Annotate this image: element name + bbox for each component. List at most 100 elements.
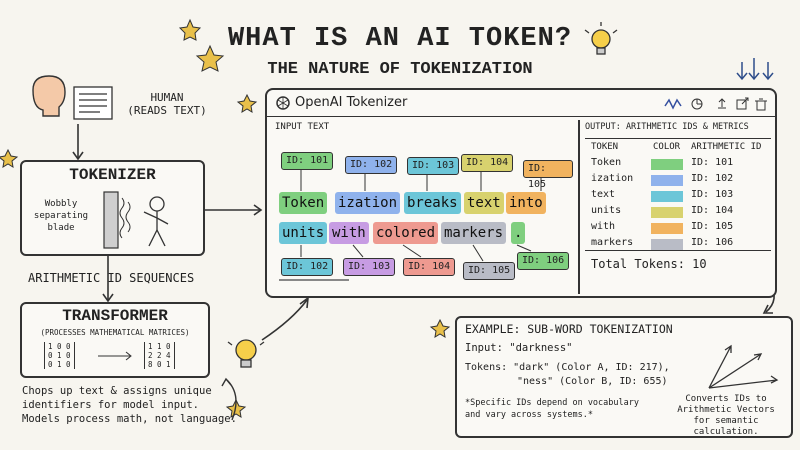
matrix-b: 1 1 0 2 2 4 8 0 1 [144, 342, 175, 369]
example-note: and vary across systems.* [465, 410, 593, 420]
openai-logo-icon [276, 96, 290, 110]
star-icon [0, 148, 19, 168]
caption-line: Chops up text & assigns unique [22, 385, 212, 397]
document-icon [73, 86, 113, 120]
example-tokens: Tokens: "dark" (Color A, ID: 217), [465, 362, 670, 373]
table-id-cell: ID: 101 [691, 157, 734, 168]
window-title: OpenAI Tokenizer [295, 95, 408, 110]
table-id-cell: ID: 103 [691, 189, 734, 200]
lightbulb-icon [227, 339, 265, 368]
color-swatch [651, 223, 683, 234]
star-icon [178, 18, 202, 41]
color-swatch [651, 191, 683, 202]
page-title: WHAT IS AN AI TOKEN? [227, 24, 573, 54]
token-chip: breaks [404, 192, 461, 214]
example-title: EXAMPLE: SUB-WORD TOKENIZATION [465, 322, 673, 336]
blade-label: Wobbly separating blade [33, 199, 89, 233]
input-label: INPUT TEXT [275, 122, 330, 132]
id-tag: ID: 104 [461, 154, 514, 172]
matrix-b-row: 1 1 0 [148, 342, 171, 351]
token-chip: with [329, 222, 369, 244]
table-header-cell: ARITHMETIC ID [691, 142, 762, 152]
transformer-sublabel: (PROCESSES MATHEMATICAL MATRICES) [40, 328, 190, 337]
trash-icon [755, 98, 767, 111]
token-chip: . [511, 222, 526, 244]
transformer-title: TRANSFORMER [62, 307, 168, 325]
color-swatch [651, 159, 683, 170]
caption-line: identifiers for model input. [22, 399, 200, 411]
id-tag: ID: 105 [463, 262, 516, 280]
table-token-cell: text [591, 189, 616, 200]
down-arrows-icon [736, 58, 774, 81]
token-row: Token ization breaks text into [279, 192, 569, 214]
input-area[interactable]: ID: 101 ID: 102 ID: 103 ID: 104 ID: 105 … [273, 136, 573, 284]
token-chip: ization [335, 192, 401, 214]
matrix-b-row: 2 2 4 [148, 351, 171, 360]
arrow-icon [205, 204, 263, 216]
panel-divider [578, 120, 580, 294]
chart-icon [691, 98, 703, 110]
total-tokens: Total Tokens: 10 [591, 257, 707, 271]
lightbulb-icon [584, 22, 618, 55]
id-tag: ID: 103 [343, 258, 396, 276]
table-id-cell: ID: 105 [691, 221, 734, 232]
token-chip: text [464, 192, 504, 214]
human-sublabel: (READS TEXT) [127, 104, 207, 117]
token-chip: units [279, 222, 328, 244]
table-header-cell: COLOR [653, 142, 681, 152]
vector-caption-line: for semantic calculation. [693, 416, 759, 437]
id-tag: ID: 103 [407, 157, 460, 175]
table-row: Token ID: 101 [591, 157, 771, 173]
id-tag: ID: 104 [403, 258, 456, 276]
arithmetic-label: ARITHMETIC ID SEQUENCES [28, 271, 195, 285]
caption: Chops up text & assigns unique identifie… [22, 384, 237, 426]
token-chip: Token [279, 192, 328, 214]
upload-icon [718, 98, 726, 109]
id-tag: ID: 102 [345, 156, 398, 174]
right-arrow-icon [98, 351, 132, 361]
divider [585, 250, 771, 251]
color-swatch [651, 175, 683, 186]
token-chip: colored [373, 222, 439, 244]
color-swatch [651, 207, 683, 218]
example-input: Input: "darkness" [465, 342, 573, 354]
vector-arrows-icon [708, 344, 779, 389]
table-token-cell: Token [591, 157, 622, 168]
table-token-cell: ization [591, 173, 634, 184]
table-row: text ID: 103 [591, 189, 771, 205]
page-subtitle: THE NATURE OF TOKENIZATION [267, 60, 533, 79]
transformer-box: TRANSFORMER (PROCESSES MATHEMATICAL MATR… [20, 302, 210, 378]
matrix-a-row: 0 1 0 [48, 351, 71, 360]
arrow-icon [72, 124, 84, 161]
color-swatch [651, 239, 683, 250]
token-row: units with colored markers . [279, 222, 569, 244]
example-note: *Specific IDs depend on vocabulary [465, 398, 639, 408]
id-tag: ID: 102 [281, 258, 334, 276]
example-tokens: "ness" (Color B, ID: 655) [517, 376, 668, 387]
table-row: ization ID: 102 [591, 173, 771, 189]
star-icon [236, 93, 258, 113]
divider [585, 138, 771, 141]
arrow-icon [261, 296, 309, 341]
tokenizer-box: TOKENIZER Wobbly separating blade [20, 160, 205, 256]
output-label: OUTPUT: ARITHMETIC IDS & METRICS [585, 122, 749, 132]
human-head-icon [32, 75, 66, 117]
arrow-icon [102, 256, 114, 303]
table-token-cell: markers [591, 237, 634, 248]
id-tag: ID: 105 [523, 160, 573, 190]
table-id-cell: ID: 102 [691, 173, 734, 184]
vector-caption: Converts IDs to Arithmetic Vectors for s… [661, 394, 791, 438]
scrollbar[interactable] [279, 279, 349, 281]
matrix-b-row: 8 0 1 [148, 360, 171, 369]
squiggle-icon [664, 98, 682, 110]
id-tag: ID: 106 [517, 252, 570, 270]
vector-caption-line: Arithmetic Vectors [677, 405, 775, 415]
example-box: EXAMPLE: SUB-WORD TOKENIZATION Input: "d… [455, 316, 793, 438]
vector-caption-line: Converts IDs to [685, 394, 767, 404]
table-header-cell: TOKEN [591, 142, 619, 152]
